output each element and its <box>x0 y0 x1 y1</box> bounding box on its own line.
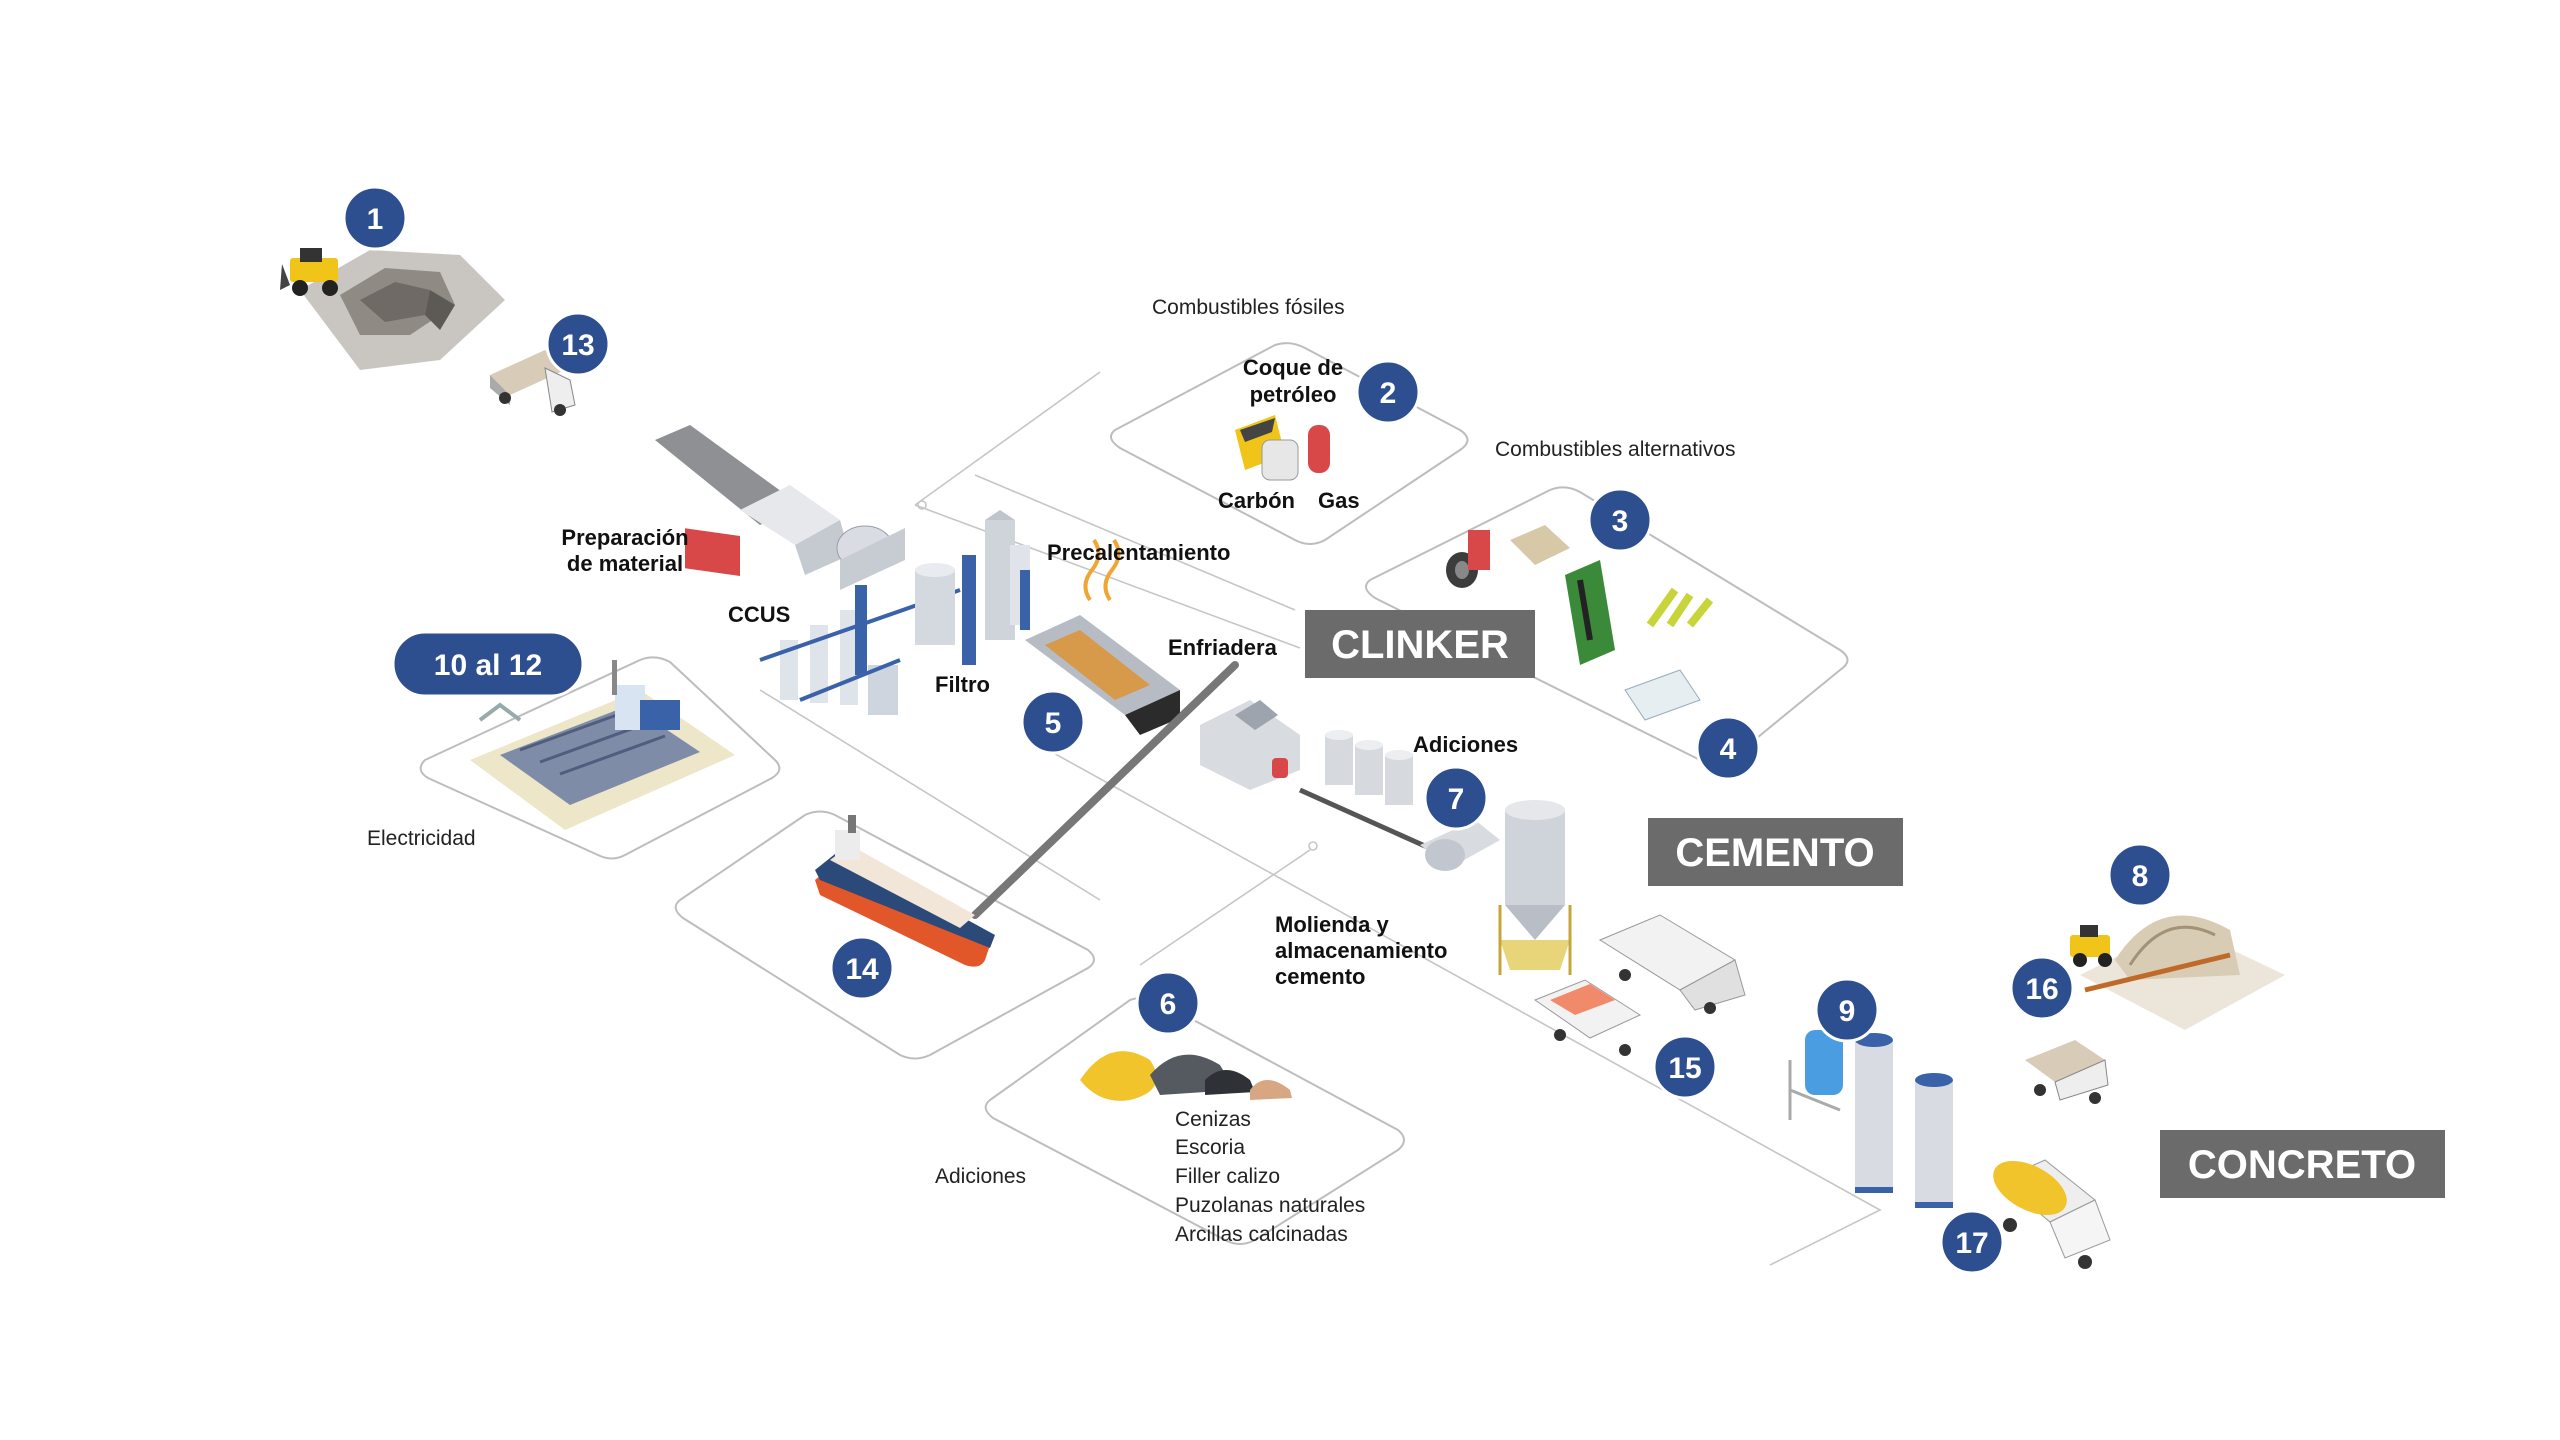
svg-text:9: 9 <box>1839 995 1856 1028</box>
clinker-cooler <box>1200 700 1300 790</box>
label-preparacion-2: de material <box>567 551 683 576</box>
label-carbon: Carbón <box>1218 488 1295 513</box>
additions-item: Puzolanas naturales <box>1175 1194 1365 1217</box>
panel-alternative-fuels <box>1365 486 1849 765</box>
preheater-tower <box>915 510 1030 665</box>
label-enfriadera: Enfriadera <box>1168 635 1278 660</box>
svg-text:2: 2 <box>1380 377 1397 410</box>
label-electricidad: Electricidad <box>367 827 476 850</box>
badge-2: 2 <box>1355 359 1421 425</box>
stage-banner-concreto: CONCRETO <box>2160 1130 2445 1198</box>
label-coque-1: Coque de <box>1243 355 1343 380</box>
badge-15: 15 <box>1652 1034 1718 1100</box>
badge-17: 17 <box>1939 1209 2005 1275</box>
svg-text:CONCRETO: CONCRETO <box>2188 1143 2416 1187</box>
badge-8: 8 <box>2107 842 2173 908</box>
svg-text:7: 7 <box>1448 783 1465 816</box>
badge-4: 4 <box>1695 715 1761 781</box>
label-coque-2: petróleo <box>1250 382 1337 407</box>
badge-5: 5 <box>1020 689 1086 755</box>
panel-fossil-fuels <box>1110 342 1469 545</box>
label-combustibles-fosiles: Combustibles fósiles <box>1152 296 1345 319</box>
raw-material-preparation <box>655 425 905 590</box>
label-precalentamiento: Precalentamiento <box>1047 540 1230 565</box>
label-filtro: Filtro <box>935 672 990 697</box>
cargo-ship-illustration <box>815 815 995 967</box>
label-adiciones-top: Adiciones <box>1413 732 1518 757</box>
svg-text:13: 13 <box>561 329 594 362</box>
badge-1: 1 <box>342 185 408 251</box>
additions-piles <box>1080 1051 1292 1101</box>
connector-lines <box>759 371 1882 1266</box>
svg-text:3: 3 <box>1612 505 1629 538</box>
additions-item: Cenizas <box>1175 1108 1251 1131</box>
label-molienda-1: Molienda y <box>1275 912 1389 937</box>
loader-icon <box>2070 925 2112 967</box>
step-badges: 1 13 2 3 4 5 10 al 12 7 14 6 15 8 16 9 1… <box>342 185 2173 1275</box>
label-adiciones-bottom: Adiciones <box>935 1165 1026 1188</box>
fossil-fuel-icons <box>1235 415 1330 481</box>
bulldozer-icon <box>280 248 338 296</box>
additions-item: Filler calizo <box>1175 1165 1280 1188</box>
svg-text:5: 5 <box>1045 707 1062 740</box>
svg-text:CLINKER: CLINKER <box>1331 623 1509 667</box>
badge-10-al-12: 10 al 12 <box>391 630 585 698</box>
label-combustibles-alternativos: Combustibles alternativos <box>1495 438 1735 461</box>
svg-text:8: 8 <box>2132 860 2149 893</box>
additions-item: Arcillas calcinadas <box>1175 1223 1348 1246</box>
svg-text:6: 6 <box>1160 988 1177 1021</box>
cement-storage-silo <box>1498 800 1572 975</box>
svg-text:17: 17 <box>1955 1227 1988 1260</box>
additions-item: Escoria <box>1175 1136 1245 1159</box>
badge-3: 3 <box>1587 487 1653 553</box>
badge-14: 14 <box>829 935 895 1001</box>
label-ccus: CCUS <box>728 602 790 627</box>
badge-7: 7 <box>1423 765 1489 831</box>
svg-text:1: 1 <box>367 203 384 236</box>
rotary-kiln <box>1025 538 1180 735</box>
solar-plant-illustration <box>470 660 735 830</box>
svg-text:14: 14 <box>845 953 879 986</box>
label-molienda-3: cemento <box>1275 964 1365 989</box>
badge-9: 9 <box>1814 977 1880 1043</box>
panel-ship <box>674 810 1095 1060</box>
label-preparacion-1: Preparación <box>561 525 688 550</box>
label-gas: Gas <box>1318 488 1360 513</box>
badge-13: 13 <box>545 311 611 377</box>
dump-truck-icon <box>490 350 576 416</box>
svg-text:4: 4 <box>1720 733 1737 766</box>
stage-banner-clinker: CLINKER <box>1305 610 1535 678</box>
badge-6: 6 <box>1135 970 1201 1036</box>
additions-silos <box>1298 730 1447 858</box>
badge-16: 16 <box>2009 955 2075 1021</box>
cement-tanker-trucks <box>1533 914 1746 1056</box>
svg-text:10 al 12: 10 al 12 <box>434 649 542 682</box>
cement-mill <box>1420 820 1500 871</box>
diagram-labels: Combustibles fósiles Coque de petróleo C… <box>367 296 1735 1246</box>
aggregate-storage-dome <box>2080 915 2285 1030</box>
stage-banner-cemento: CEMENTO <box>1648 818 1903 886</box>
svg-text:15: 15 <box>1668 1052 1701 1085</box>
quarry-illustration <box>300 250 505 370</box>
alternative-fuel-icons <box>1446 525 1714 721</box>
concrete-batch-plant <box>1788 1030 1953 1208</box>
conveyor-to-ship <box>971 661 1239 919</box>
svg-text:CEMENTO: CEMENTO <box>1675 831 1874 875</box>
concrete-mixer-truck <box>1993 1159 2111 1269</box>
panel-electricity <box>419 656 781 860</box>
aggregate-truck-icon <box>2025 1040 2109 1104</box>
label-molienda-2: almacenamiento <box>1275 938 1447 963</box>
svg-text:16: 16 <box>2025 973 2058 1006</box>
